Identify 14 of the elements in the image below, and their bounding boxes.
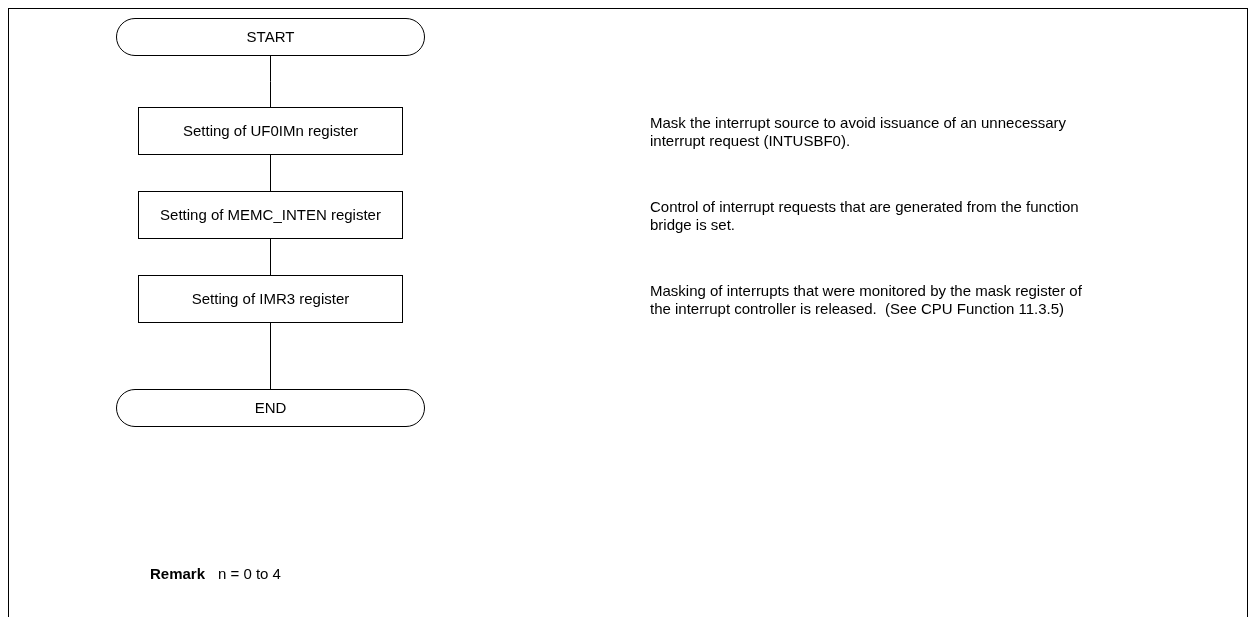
note-text: Masking of interrupts that were monitored by the mask register of the interrupt controller is released. (See CPU Function 11.3.5) [650, 282, 1082, 318]
note-text: Control of interrupt requests that are generated from the function bridge is set. [650, 198, 1080, 234]
connector-line [270, 322, 271, 390]
process-box: Setting of MEMC_INTEN register [138, 191, 403, 239]
terminal-box: END [116, 389, 425, 427]
process-box: Setting of IMR3 register [138, 275, 403, 323]
process-box: Setting of UF0IMn register [138, 107, 403, 155]
note-text: Mask the interrupt source to avoid issuance of an unnecessary interrupt request (INTUSBF0). [650, 114, 1068, 150]
remark-heading: Remark [150, 565, 206, 582]
terminal-box: START [116, 18, 425, 56]
connector-line [270, 238, 271, 276]
remark-text: n = 0 to 4 [218, 565, 281, 582]
connector-line [270, 154, 271, 192]
connector-line [270, 55, 271, 108]
